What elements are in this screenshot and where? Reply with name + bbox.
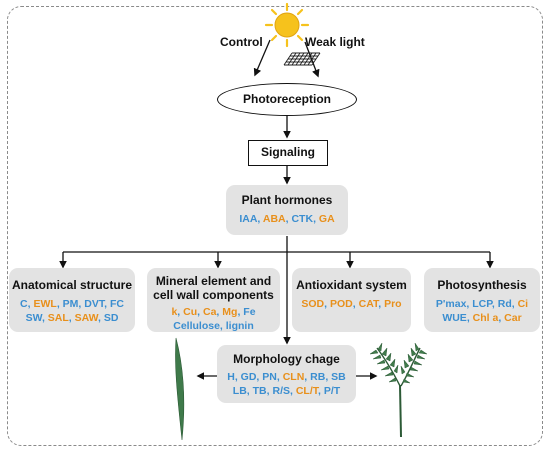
shade-net-icon	[283, 52, 321, 66]
item-line: IAA, ABA, CTK, GA	[239, 213, 335, 225]
variable-label: H	[227, 371, 235, 383]
variable-label: Rd	[497, 298, 512, 310]
category-box-photosynthesis: Photosynthesis P'max, LCP, Rd, Ci WUE, Ch…	[424, 268, 540, 332]
variable-label: Cellulose	[173, 320, 220, 332]
variable-label: Cu	[183, 306, 198, 318]
category-title: Antioxidant system	[292, 278, 411, 292]
category-title-line: Mineral element and	[155, 274, 272, 288]
category-items: SOD, POD, CAT, Pro	[292, 297, 411, 311]
variable-label: WUE	[442, 312, 467, 324]
item-line: SOD, POD, CAT, Pro	[301, 298, 402, 310]
variable-label: CAT	[358, 298, 379, 310]
variable-label: SD	[103, 312, 119, 324]
category-title-line: Photosynthesis	[437, 278, 527, 292]
item-line: H, GD, PN, CLN, RB, SB	[227, 371, 346, 383]
category-title-line: cell wall components	[153, 288, 274, 302]
variable-label: k	[171, 306, 178, 318]
morphology-items: H, GD, PN, CLN, RB, SB LB, TB, R/S, CL/T,…	[217, 370, 356, 398]
variable-label: POD	[330, 298, 353, 310]
plant-hormones-box: Plant hormones IAA, ABA, CTK, GA	[226, 185, 348, 235]
variable-label: PM	[62, 298, 79, 310]
variable-label: RB	[310, 371, 326, 383]
variable-label: CLN	[282, 371, 305, 383]
variable-label: SOD	[301, 298, 325, 310]
variable-label: P/T	[323, 385, 341, 397]
variable-label: P'max	[435, 298, 467, 310]
variable-label: Fe	[243, 306, 256, 318]
signaling-node: Signaling	[248, 140, 328, 166]
variable-label: lignin	[225, 320, 254, 332]
variable-label: IAA	[239, 213, 258, 225]
variable-label: Ca	[202, 306, 217, 318]
category-title-line: Anatomical structure	[11, 278, 133, 292]
leaf-icon	[175, 337, 185, 441]
morphology-box: Morphology chage H, GD, PN, CLN, RB, SB L…	[217, 345, 356, 403]
variable-label: Chl a	[472, 312, 499, 324]
item-line: SW, SAL, SAW, SD	[25, 312, 119, 324]
category-items: P'max, LCP, Rd, Ci WUE, Chl a, Car	[424, 297, 540, 325]
variable-label: FC	[109, 298, 124, 310]
variable-label: Ci	[517, 298, 529, 310]
variable-label: SAW	[74, 312, 98, 324]
weak-light-label: Weak light	[305, 35, 365, 49]
variable-label: GA	[318, 213, 335, 225]
item-line: WUE, Chl a, Car	[442, 312, 522, 324]
variable-label: SW	[25, 312, 42, 324]
variable-label: GD	[240, 371, 257, 383]
variable-label: CTK	[291, 213, 314, 225]
item-line: P'max, LCP, Rd, Ci	[435, 298, 529, 310]
category-box-antioxidant: Antioxidant system SOD, POD, CAT, Pro	[292, 268, 411, 332]
item-line: Cellulose, lignin	[173, 320, 254, 332]
variable-label: PN	[262, 371, 277, 383]
item-line: k, Cu, Ca, Mg, Fe	[171, 306, 256, 318]
category-title: Anatomical structure	[9, 278, 135, 292]
variable-label: DVT	[84, 298, 105, 310]
photoreception-node: Photoreception	[217, 83, 357, 116]
variable-label: C	[20, 298, 28, 310]
variable-label: R/S	[272, 385, 290, 397]
category-title-line: Antioxidant system	[296, 278, 407, 292]
category-items: C, EWL, PM, DVT, FC SW, SAL, SAW, SD	[9, 297, 135, 325]
variable-label: LCP	[472, 298, 492, 310]
variable-label: SAL	[47, 312, 69, 324]
item-line: LB, TB, R/S, CL/T, P/T	[232, 385, 341, 397]
variable-label: EWL	[33, 298, 57, 310]
variable-label: ABA	[262, 213, 286, 225]
dashed-frame	[7, 6, 543, 446]
plant-hormones-items: IAA, ABA, CTK, GA	[226, 212, 348, 226]
sun-icon	[264, 2, 310, 48]
variable-label: TB	[252, 385, 267, 397]
category-items: k, Cu, Ca, Mg, Fe Cellulose, lignin	[147, 305, 280, 333]
control-label: Control	[220, 35, 263, 49]
category-box-anatomical: Anatomical structure C, EWL, PM, DVT, FC…	[9, 268, 135, 332]
plant-hormones-title: Plant hormones	[241, 193, 333, 207]
variable-label: Pro	[384, 298, 402, 310]
variable-label: Mg	[222, 306, 238, 318]
category-title: Photosynthesis	[424, 278, 540, 292]
variable-label: SB	[331, 371, 346, 383]
item-line: C, EWL, PM, DVT, FC	[20, 298, 124, 310]
variable-label: CL/T	[295, 385, 319, 397]
variable-label: LB	[232, 385, 247, 397]
variable-label: Car	[504, 312, 522, 324]
compound-leaf-icon	[369, 342, 428, 438]
morphology-title: Morphology chage	[233, 352, 340, 366]
